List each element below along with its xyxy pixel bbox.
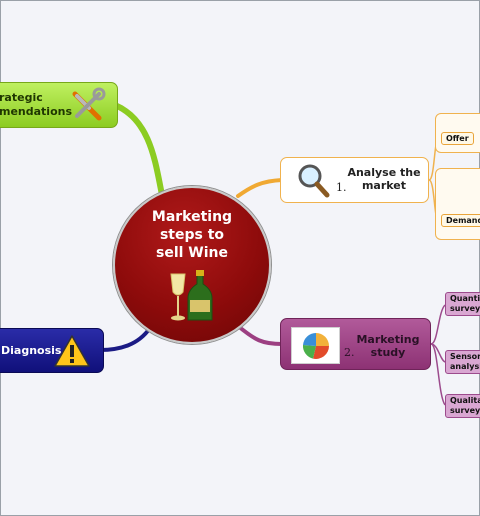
subtopic-offer[interactable]: Offer: [441, 132, 474, 145]
subtopic-qualitative-survey[interactable]: Qualita survey: [445, 394, 480, 418]
tools-icon: [72, 87, 106, 121]
magnifier-icon: [298, 164, 330, 198]
study-number: 2.: [344, 346, 355, 359]
analyse-label: Analyse the market: [347, 166, 421, 192]
central-topic[interactable]: Marketing steps to sell Wine: [113, 186, 271, 344]
central-topic-title: Marketing steps to sell Wine: [151, 209, 233, 261]
subtopic-sensory-analysis[interactable]: Sensor analysi: [445, 350, 480, 374]
demand-group: [435, 168, 480, 240]
pie-chart-icon: [302, 332, 329, 359]
strategic-label: rategic mendations: [0, 91, 73, 118]
study-label: Marketing study: [356, 333, 420, 359]
wine-icon: [170, 270, 213, 321]
analyse-market-node[interactable]: Analyse the market 1.: [280, 157, 429, 203]
subtopic-demand[interactable]: Demand: [441, 214, 480, 227]
marketing-study-node[interactable]: Marketing study 2.: [280, 318, 431, 370]
subtopic-quantitative-survey[interactable]: Quanti survey: [445, 292, 480, 316]
analyse-number: 1.: [336, 181, 347, 194]
strategic-recommendations-node[interactable]: rategic mendations: [0, 82, 118, 128]
diagnosis-label: Diagnosis: [1, 344, 62, 357]
diagnosis-node[interactable]: Diagnosis: [0, 328, 104, 373]
warning-icon: [54, 335, 90, 367]
pie-chart-icon-frame: [291, 327, 340, 364]
